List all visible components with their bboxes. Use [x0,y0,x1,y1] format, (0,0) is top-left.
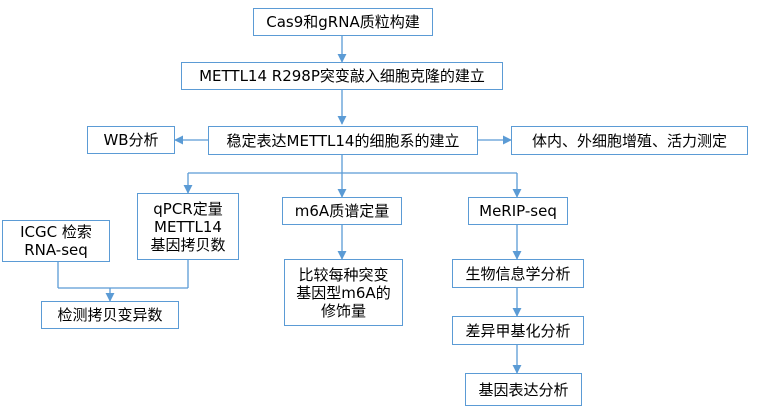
differential-methylation-box: 差异甲基化分析 [452,316,584,345]
in-vivo-proliferation-box: 体内、外细胞增殖、活力测定 [511,126,748,155]
copy-number-variation-box: 检测拷贝变异数 [41,301,179,329]
bioinformatics-analysis-box: 生物信息学分析 [452,259,584,288]
wb-analysis-box: WB分析 [87,126,175,154]
m6a-mass-spec-box: m6A质谱定量 [282,197,402,225]
plasmid-construction-box: Cas9和gRNA质粒构建 [253,8,433,36]
merip-seq-box: MeRIP-seq [468,197,568,225]
icgc-rnaseq-box: ICGC 检索 RNA-seq [2,220,110,262]
mutant-clone-box: METTL14 R298P突变敲入细胞克隆的建立 [181,62,503,90]
gene-expression-box: 基因表达分析 [465,373,582,406]
qpcr-copy-number-box: qPCR定量 METTL14 基因拷贝数 [137,193,239,260]
stable-cell-line-box: 稳定表达METTL14的细胞系的建立 [208,126,478,155]
compare-m6a-modification-box: 比较每种突变 基因型m6A的 修饰量 [284,259,403,326]
